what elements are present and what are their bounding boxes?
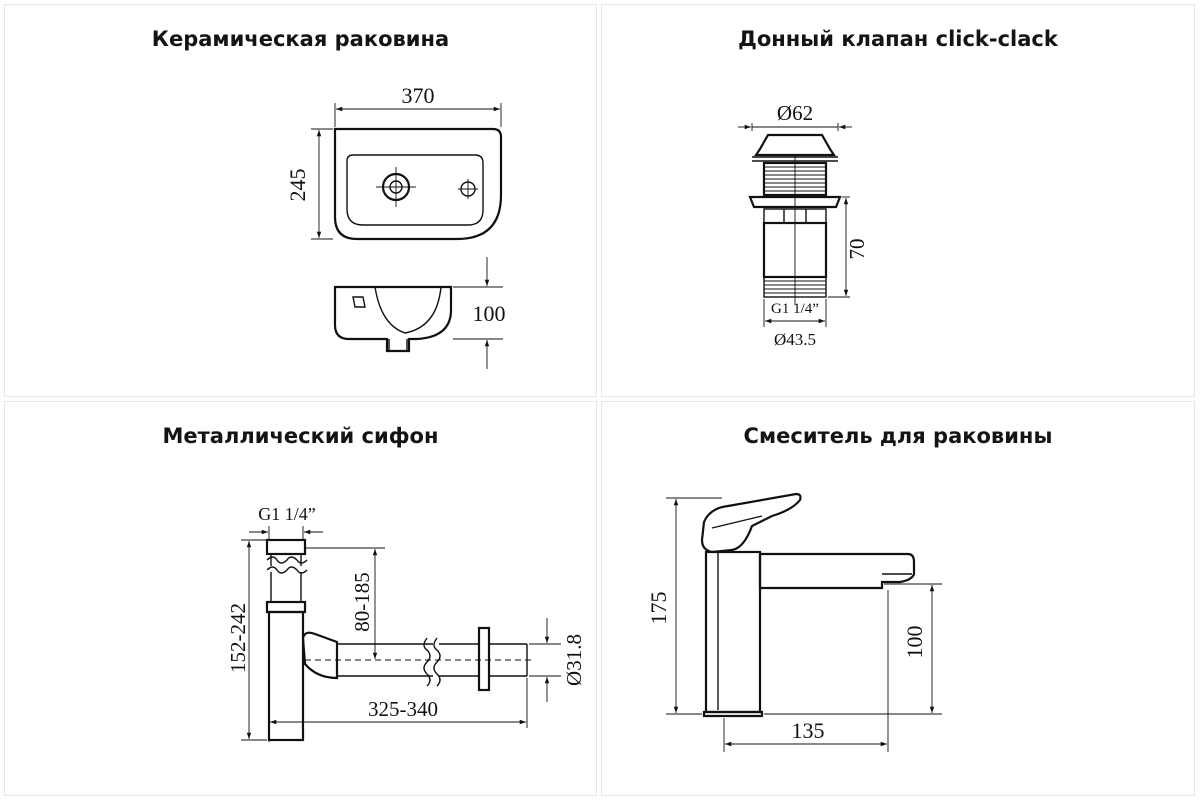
dim-faucet-reach: 135 [792,718,825,743]
sink-bowl-outline [346,154,484,226]
panel-click-clack-valve: Донный клапан click-clack Ø62 [601,4,1195,397]
faucet-base [702,710,764,718]
dim-siphon-height: 152-242 [226,603,250,673]
sink-drawing: 370 245 100 [285,83,506,369]
dim-sink-depth: 245 [285,169,310,202]
siphon-wall-flange [477,626,491,692]
siphon-bottle [267,610,305,742]
panel-title-siphon: Металлический сифон [162,424,439,448]
dim-siphon-outlet: Ø31.8 [562,634,586,686]
faucet-body [704,550,762,714]
dim-faucet-height: 175 [646,592,671,625]
dim-valve-height: 70 [845,239,869,260]
faucet-spout [758,552,916,590]
sink-top-outline [333,127,503,241]
dim-valve-top-diameter: Ø62 [777,101,813,125]
siphon-drawing: G1 1/4” [226,504,586,742]
panel-title-valve: Донный клапан click-clack [738,27,1058,51]
valve-cap [753,133,837,157]
siphon-thread-label: G1 1/4” [258,504,316,524]
faucet-lever [700,492,802,554]
valve-flange [748,195,842,209]
faucet-drawing: 175 100 135 [646,492,942,752]
dim-sink-width: 370 [402,83,435,108]
panel-faucet: Смеситель для раковины 175 [601,401,1195,796]
panel-metal-siphon: Металлический сифон G1 1/4” [4,401,597,796]
dim-siphon-adjust: 80-185 [350,572,374,632]
panel-ceramic-sink: Керамическая раковина 370 [4,4,597,397]
dim-valve-bottom-diameter: Ø43.5 [774,330,816,349]
valve-drawing: Ø62 [738,101,869,349]
siphon-elbow [301,631,339,680]
dim-siphon-length: 325-340 [368,697,438,721]
dim-sink-height: 100 [473,301,506,326]
panel-title-sink: Керамическая раковина [151,27,450,51]
panel-title-faucet: Смеситель для раковины [743,424,1053,448]
siphon-top-nut [265,538,307,556]
sink-side-outline [333,285,453,353]
valve-thread-label: G1 1/4” [771,301,819,317]
siphon-collar [265,600,307,614]
dim-faucet-spout-height: 100 [902,626,927,659]
